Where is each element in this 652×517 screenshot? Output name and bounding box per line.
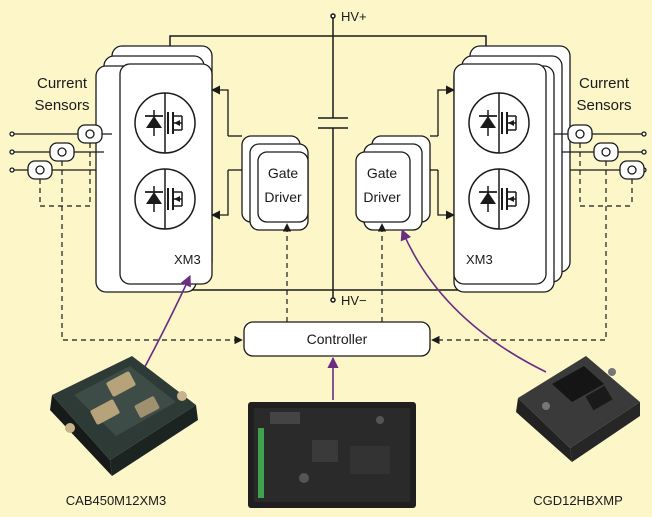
controller-board-photo [248,402,416,508]
gate-driver-left-line1: Gate [268,165,299,181]
sensor-feedback-lines [39,143,633,345]
current-sensor-left [27,124,103,180]
mosfet-icon [468,92,530,154]
current-sensors-left-line2: Sensors [34,97,89,114]
gate-driver-left [241,135,309,231]
xm3-right-label: XM3 [466,252,493,267]
dc-bus [169,13,487,303]
gate-driver-board-photo [516,356,640,462]
mosfet-icon [134,168,196,230]
controller-box [243,321,431,357]
mosfet-icon [134,92,196,154]
photo-pointer-arrows [139,228,547,400]
mosfet-icon [468,168,530,230]
xm3-left-label: XM3 [174,252,201,267]
hv-plus-label: HV+ [341,9,367,24]
current-sensors-right-line1: Current [579,75,630,92]
gate-connections [211,85,455,220]
xm3-module-photo [50,356,198,476]
controller-label: Controller [307,331,368,347]
gate-driver-right-line1: Gate [367,165,398,181]
current-sensors-right-line2: Sensors [576,97,631,114]
gate-driver-right-line2: Driver [363,189,401,205]
current-sensor-right [567,124,645,180]
xm3-photo-caption: CAB450M12XM3 [66,493,166,508]
hv-minus-label: HV− [341,293,367,308]
current-sensors-left-line1: Current [37,75,88,92]
gate-driver-photo-caption: CGD12HBXMP [533,493,623,508]
gate-driver-left-line2: Driver [264,189,302,205]
gate-driver-right [355,135,431,231]
